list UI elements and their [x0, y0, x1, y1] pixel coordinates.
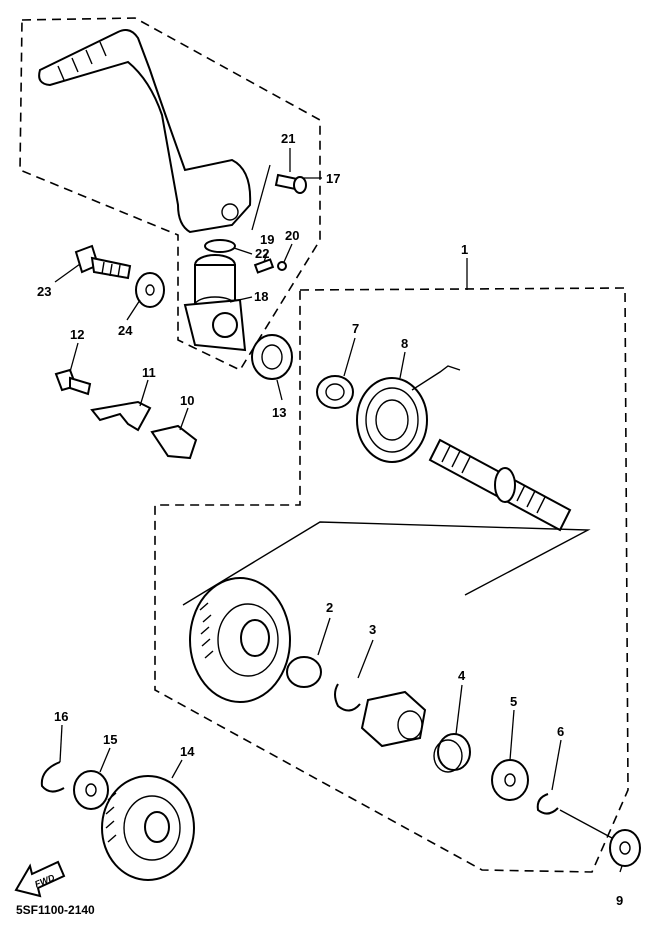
- torsion-spring-8: [356, 365, 461, 463]
- callout-19: 19: [260, 232, 274, 247]
- callout-4: 4: [458, 668, 466, 683]
- circlip-6: [536, 793, 559, 815]
- callout-23: 23: [37, 284, 51, 299]
- callout-24: 24: [118, 323, 133, 338]
- collar-7: [316, 375, 354, 409]
- callout-5: 5: [510, 694, 517, 709]
- washer-5: [491, 759, 529, 801]
- kick-crank: [38, 29, 252, 234]
- oil-seal-13: [251, 334, 293, 380]
- washer-24: [135, 272, 165, 308]
- fwd-arrow-icon: FWD: [14, 860, 66, 898]
- spring-19: [253, 258, 275, 274]
- guide-10: [150, 424, 198, 460]
- callout-13: 13: [272, 405, 286, 420]
- callout-9: 9: [616, 893, 623, 908]
- bolt-12: [54, 368, 92, 396]
- bolt-23: [74, 244, 132, 280]
- callout-12: 12: [70, 327, 84, 342]
- callout-8: 8: [401, 336, 408, 351]
- callout-1: 1: [461, 242, 468, 257]
- callout-3: 3: [369, 622, 376, 637]
- callout-15: 15: [103, 732, 117, 747]
- plate-11: [90, 400, 152, 432]
- kick-axle-group-outline: [154, 287, 629, 873]
- ratchet-wheel: [360, 690, 427, 748]
- leader-lines: [54, 148, 623, 873]
- callout-16: 16: [54, 709, 68, 724]
- callout-2: 2: [326, 600, 333, 615]
- drawing-code: 5SF1100-2140: [16, 903, 95, 917]
- clamp-bracket-line: [251, 164, 271, 231]
- callout-10: 10: [180, 393, 194, 408]
- bolt-21: [274, 173, 307, 194]
- kick-crank-group-outline: [19, 17, 321, 372]
- callout-7: 7: [352, 321, 359, 336]
- washer-9: [609, 829, 641, 867]
- callout-20: 20: [285, 228, 299, 243]
- spring-4: [433, 733, 471, 773]
- circlip-16: [40, 761, 65, 793]
- kick-axle-shaft: [428, 438, 572, 532]
- idle-gear-14: [101, 775, 195, 881]
- kick-gear: [189, 577, 291, 703]
- washer-15: [73, 770, 109, 810]
- shaft-plane-outline: [182, 521, 591, 606]
- callout-18: 18: [254, 289, 268, 304]
- circlip-3: [334, 683, 361, 712]
- callout-22: 22: [255, 246, 269, 261]
- callout-14: 14: [180, 744, 195, 759]
- washer-22: [204, 239, 236, 253]
- ball-20: [277, 261, 287, 271]
- kick-axle-boss: [183, 254, 247, 352]
- callout-17: 17: [326, 171, 340, 186]
- callout-21: 21: [281, 131, 295, 146]
- callout-11: 11: [142, 365, 156, 380]
- washer-2: [286, 656, 322, 688]
- callout-6: 6: [557, 724, 564, 739]
